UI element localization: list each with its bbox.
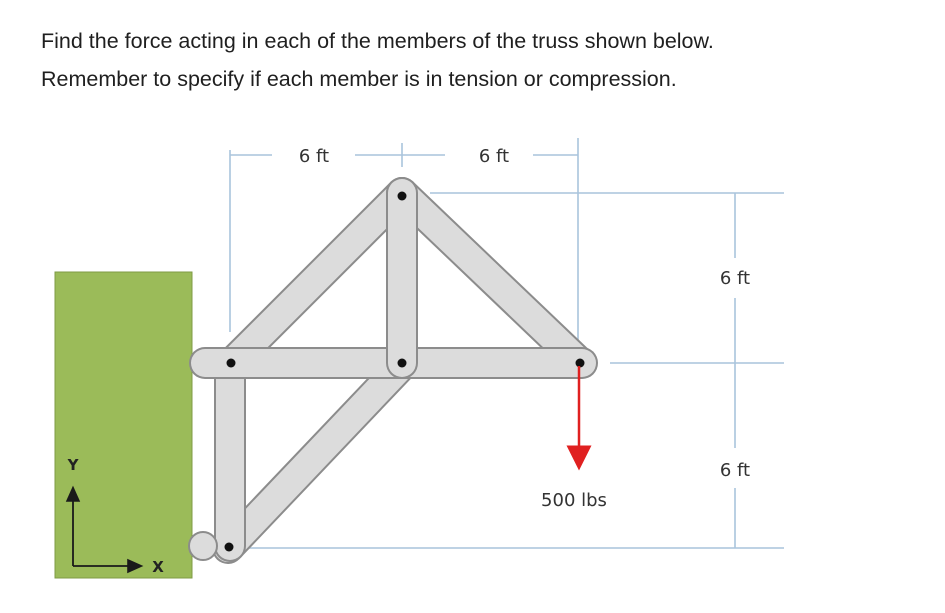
dimension-label-top-left: 6 ft: [299, 146, 329, 167]
member-lower-diagonal: [212, 349, 418, 564]
x-axis-label: X: [152, 558, 164, 576]
pin-top: [397, 191, 407, 201]
truss-pins: [224, 191, 585, 552]
pin-center-middle: [397, 358, 407, 368]
bottom-support-roller: [188, 531, 218, 561]
pin-bottom: [224, 542, 234, 552]
dimension-lines: [229, 138, 784, 549]
dimension-label-right-upper: 6 ft: [720, 268, 750, 289]
problem-statement: Find the force acting in each of the mem…: [41, 22, 714, 98]
truss-members: [188, 177, 598, 564]
problem-line-2: Remember to specify if each member is in…: [41, 67, 677, 91]
y-axis-label: Y: [67, 456, 80, 474]
pin-left-middle: [226, 358, 236, 368]
member-right-diagonal: [386, 177, 596, 379]
problem-line-1: Find the force acting in each of the mem…: [41, 29, 714, 53]
dimension-label-right-lower: 6 ft: [720, 460, 750, 481]
pin-right-middle: [575, 358, 585, 368]
member-left-diagonal-top: [216, 177, 418, 379]
load-label: 500 lbs: [541, 490, 607, 511]
coordinate-axes: Y X: [65, 456, 164, 576]
wall: [54, 271, 193, 579]
dimension-label-top-right: 6 ft: [479, 146, 509, 167]
